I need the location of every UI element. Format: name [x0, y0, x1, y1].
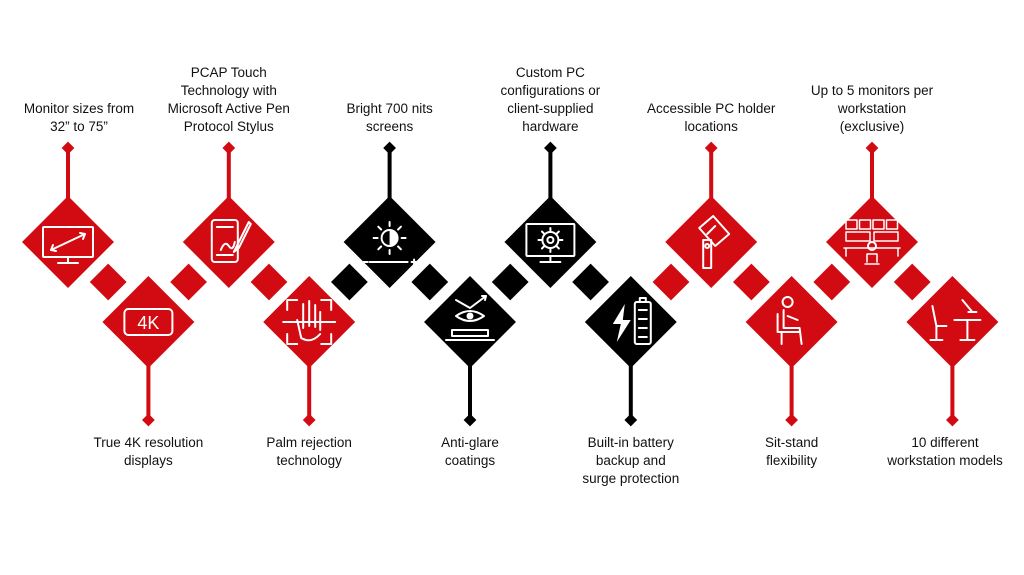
stem-end-diamond	[222, 141, 236, 155]
palm-scan-icon	[282, 299, 337, 345]
feature-diamond	[906, 276, 999, 368]
feature-label: Custom PC configurations or client-suppl…	[500, 65, 601, 134]
stem-end-diamond	[142, 413, 155, 427]
connector-square	[491, 263, 529, 301]
feature-label: Bright 700 nits screens	[346, 101, 433, 134]
feature-label: Built-in battery backup and surge protec…	[582, 435, 680, 486]
feature-node	[22, 141, 114, 288]
feature-node	[665, 141, 758, 288]
feature-label: Monitor sizes from 32” to 75”	[23, 101, 135, 134]
feature-node	[745, 276, 838, 427]
feature-node	[263, 276, 356, 427]
stem-end-diamond	[61, 141, 75, 155]
feature-node	[424, 276, 516, 427]
pupil	[466, 312, 474, 320]
feature-diamond	[745, 276, 838, 368]
stem-end-diamond	[463, 413, 477, 427]
feature-node	[826, 141, 918, 288]
feature-node	[504, 141, 597, 288]
stem-end-diamond	[383, 141, 396, 155]
battery-bolt-icon	[612, 297, 652, 345]
feature-label: Up to 5 monitors per workstation (exclus…	[810, 83, 934, 134]
feature-diamond	[584, 276, 677, 368]
connector-square	[89, 263, 127, 301]
feature-label: Accessible PC holder locations	[647, 101, 776, 134]
tablet-stylus-icon	[210, 219, 252, 263]
4k-icon-text: 4K	[137, 313, 159, 333]
stem-end-diamond	[624, 413, 638, 427]
feature-node	[343, 141, 436, 288]
feature-diamond	[182, 196, 275, 288]
connector-square	[170, 263, 207, 301]
stem-end-diamond	[302, 413, 316, 427]
feature-node	[182, 141, 275, 288]
stem-end-diamond	[785, 413, 798, 427]
pc-holder-icon	[698, 215, 731, 269]
connector-square	[813, 263, 851, 301]
bolt	[612, 304, 631, 342]
brightness-icon	[362, 221, 418, 266]
connector-square	[331, 263, 368, 301]
feature-label: PCAP Touch Technology with Microsoft Act…	[167, 65, 290, 134]
connector-square	[250, 263, 288, 301]
monitor-diagonal-icon	[42, 226, 94, 264]
feature-node	[906, 276, 999, 427]
stem-end-diamond	[544, 141, 557, 155]
feature-label: 10 different workstation models	[887, 435, 1003, 468]
connector-square	[733, 263, 770, 301]
seated-person-icon	[776, 296, 803, 345]
workstation-desk-icon	[929, 299, 982, 341]
feature-label: Sit-stand flexibility	[764, 435, 819, 468]
connectors	[89, 263, 931, 301]
feature-label: True 4K resolution displays	[93, 435, 204, 468]
4k-icon: 4K	[123, 308, 174, 336]
half-moon	[389, 230, 398, 246]
feature-node: 4K	[102, 276, 195, 427]
connector-square	[893, 263, 931, 301]
feature-node	[584, 276, 677, 427]
stem-end-diamond	[865, 141, 879, 155]
anti-glare-eye-icon	[445, 295, 495, 341]
connector-square	[411, 263, 449, 301]
stem-end-diamond	[704, 141, 718, 155]
multi-monitor-console-icon	[843, 219, 901, 265]
connector-square	[572, 263, 609, 301]
feature-label: Palm rejection technology	[266, 435, 352, 468]
feature-label: Anti-glare coatings	[441, 435, 499, 468]
connector-square	[652, 263, 690, 301]
monitor-gear-icon	[525, 223, 576, 263]
stem-end-diamond	[946, 413, 959, 427]
